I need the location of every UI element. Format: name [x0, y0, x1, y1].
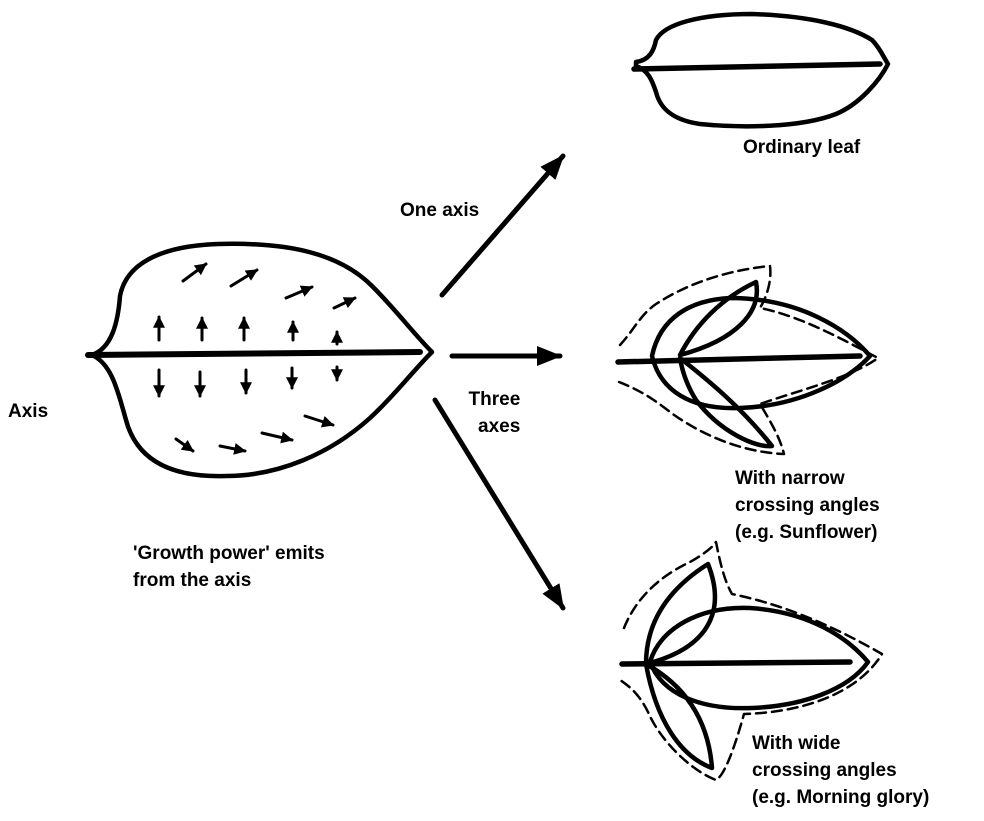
growth-arrow: [220, 446, 245, 451]
narrow-leaf-upper-lobe: [680, 282, 757, 355]
narrow-label-line: (e.g. Sunflower): [735, 519, 880, 546]
wide-label-line: (e.g. Morning glory): [752, 784, 929, 811]
three-axes-label: Three axes: [464, 386, 520, 440]
wide-leaf-midrib: [622, 662, 850, 664]
three-axes-label-line: Three: [464, 386, 520, 413]
growth-arrow: [334, 298, 355, 308]
growth-arrow: [183, 264, 206, 281]
growth-arrow: [286, 287, 312, 298]
growth-power-caption: 'Growth power' emits from the axis: [133, 540, 325, 594]
main-leaf-outline: [92, 244, 432, 476]
narrow-label-line: With narrow: [735, 465, 880, 492]
growth-caption-line: 'Growth power' emits: [133, 540, 325, 567]
wide-label-line: crossing angles: [752, 757, 929, 784]
three-axes-label-line: axes: [464, 413, 520, 440]
growth-arrow: [305, 416, 333, 425]
main-leaf: [88, 244, 432, 476]
ordinary-leaf-label: Ordinary leaf: [743, 134, 860, 161]
main-leaf-midrib: [88, 352, 420, 355]
growth-arrow: [262, 433, 292, 440]
ordinary-leaf: [634, 14, 888, 126]
axis-label: Axis: [8, 398, 48, 425]
narrow-angles-leaf: [614, 266, 878, 454]
wide-leaf-lower-lobe: [646, 664, 712, 768]
growth-caption-line: from the axis: [133, 567, 325, 594]
arrow-one-axis: [442, 156, 563, 295]
growth-arrow: [231, 270, 257, 286]
growth-arrow: [176, 439, 193, 451]
narrow-label-line: crossing angles: [735, 492, 880, 519]
growth-arrows: [159, 264, 355, 451]
wide-angles-label: With wide crossing angles (e.g. Morning …: [752, 730, 929, 811]
narrow-angles-label: With narrow crossing angles (e.g. Sunflo…: [735, 465, 880, 546]
ordinary-leaf-midrib: [634, 64, 880, 69]
wide-label-line: With wide: [752, 730, 929, 757]
one-axis-label: One axis: [400, 197, 479, 224]
